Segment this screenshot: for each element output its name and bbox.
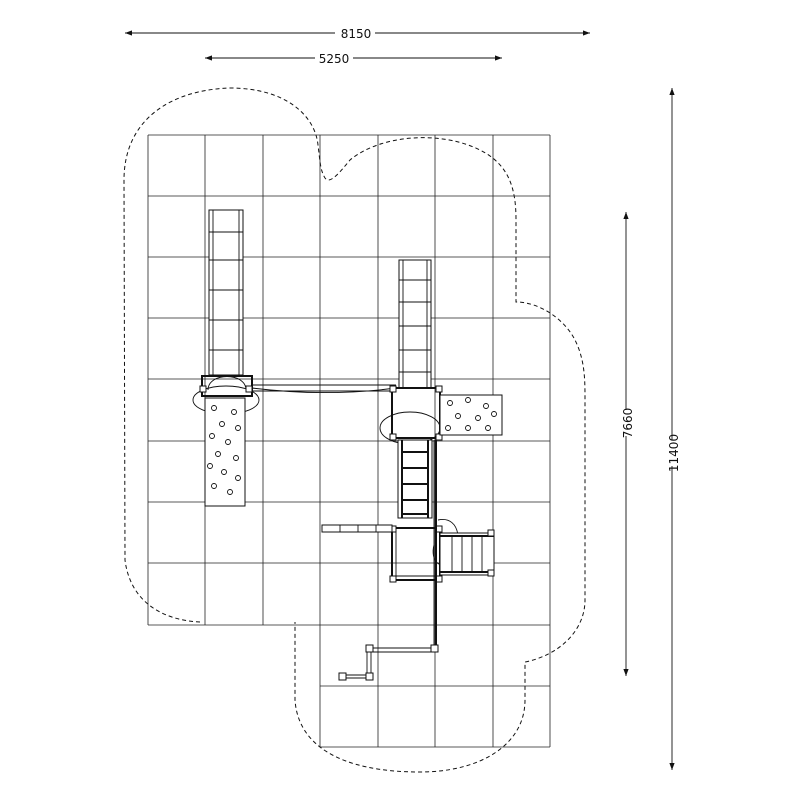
lower-pipe-path <box>338 440 439 681</box>
dimension-label-inner-height: 7660 <box>621 408 635 439</box>
climbing-holds <box>207 405 241 495</box>
left-platform <box>192 375 260 415</box>
dimension-inner-width: 5250 <box>205 52 502 66</box>
dimension-overall-height: 11400 <box>667 88 681 770</box>
right-tower <box>379 385 443 445</box>
dimension-overall-width: 8150 <box>124 27 590 41</box>
right-stairs <box>439 529 495 577</box>
dimension-label-overall-height: 11400 <box>667 434 681 472</box>
right-climbing-panel <box>439 394 503 436</box>
dimension-label-overall-width: 8150 <box>341 27 372 41</box>
side-bar <box>321 524 393 533</box>
center-ladder <box>397 439 433 519</box>
right-slide <box>398 259 432 389</box>
connecting-bridge <box>251 384 397 393</box>
dimension-label-inner-width: 5250 <box>319 52 350 66</box>
dimension-inner-height: 7660 <box>621 212 635 676</box>
safety-zone-outline <box>123 87 586 773</box>
left-climbing-wall <box>204 397 246 507</box>
left-slide <box>208 209 244 376</box>
